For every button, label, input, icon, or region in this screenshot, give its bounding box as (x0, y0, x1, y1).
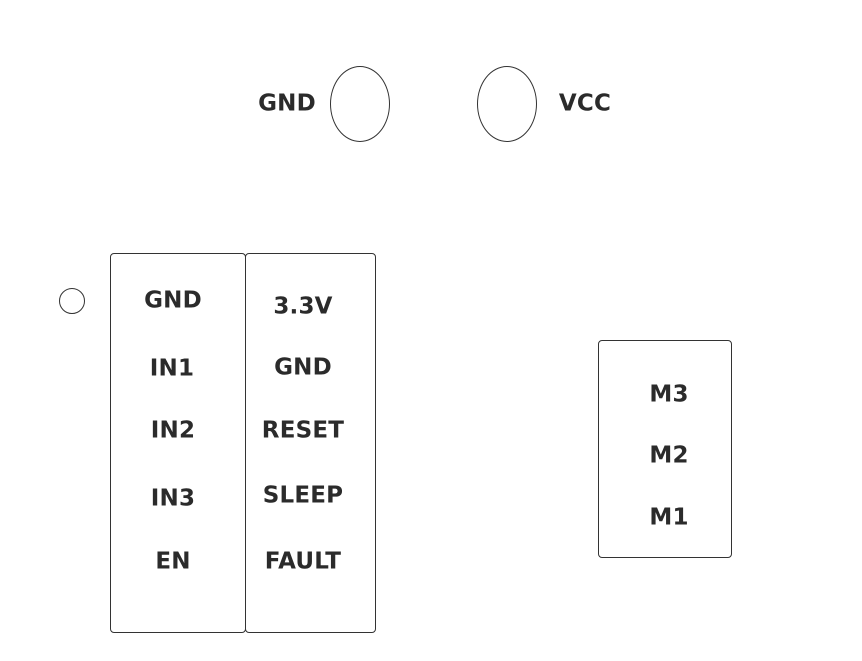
gnd-terminal-pad (330, 66, 390, 142)
header-right-column-outline (245, 253, 376, 633)
pin-label-gnd: GND (144, 287, 202, 314)
gnd-terminal-label: GND (258, 90, 316, 117)
pin-label-sleep: SLEEP (262, 482, 344, 509)
pin-label-in2: IN2 (150, 417, 196, 444)
vcc-terminal-pad (477, 66, 537, 142)
pin-label-m2: M2 (649, 442, 689, 469)
pin-label-reset: RESET (261, 417, 345, 444)
pin-label-in1: IN1 (149, 355, 195, 382)
pin-label-gnd-2: GND (274, 354, 332, 381)
pin-label-3v3: 3.3V (273, 293, 333, 320)
pin-label-in3: IN3 (150, 485, 196, 512)
pin-label-m3: M3 (649, 381, 689, 408)
pin1-marker (59, 288, 85, 314)
pin-label-fault: FAULT (264, 548, 342, 575)
pin-label-m1: M1 (649, 504, 689, 531)
motor-connector-outline (598, 340, 732, 558)
pin-label-en: EN (155, 548, 191, 575)
vcc-terminal-label: VCC (558, 90, 612, 117)
